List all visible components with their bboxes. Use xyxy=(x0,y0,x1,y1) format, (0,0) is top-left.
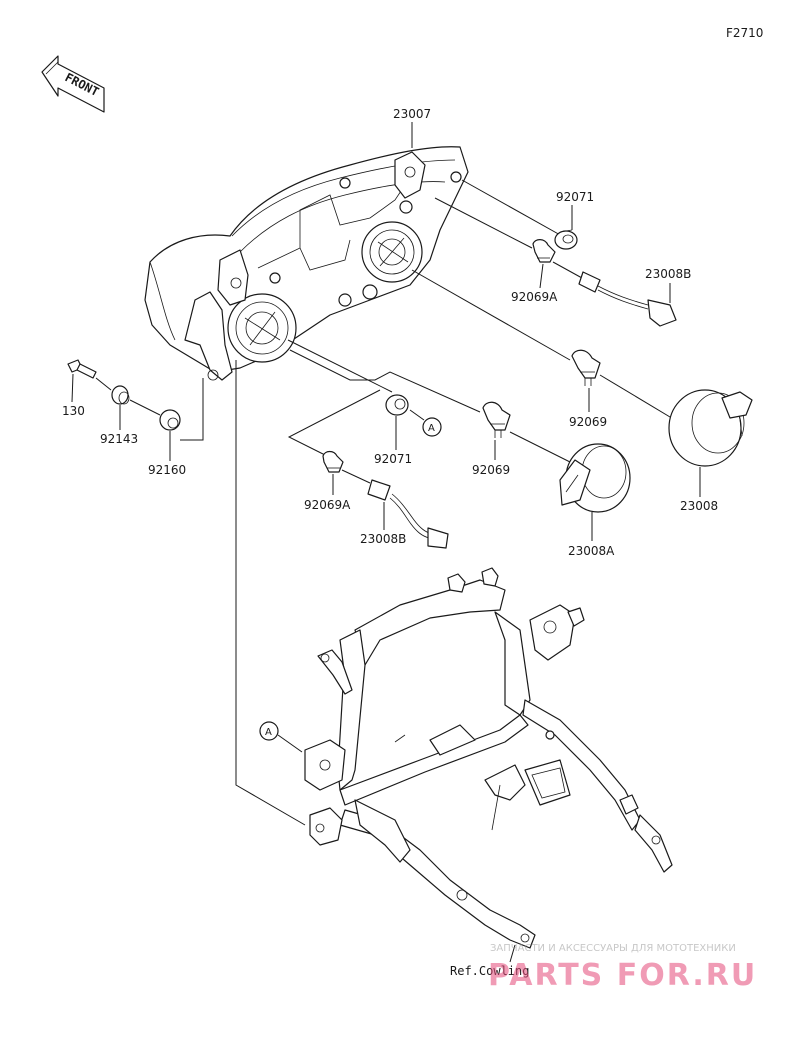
bulb-92069a-top xyxy=(532,239,556,263)
callout-a-circle-top xyxy=(422,417,442,437)
part-label-23008a: 23008A xyxy=(568,544,615,558)
part-label-92071-top: 92071 xyxy=(556,190,594,204)
socket-harness-23008b-top xyxy=(578,271,677,327)
headlight-assembly xyxy=(144,146,469,381)
callout-a-top: A xyxy=(428,423,435,434)
ref-cowling-label: Ref.Cowling xyxy=(450,964,529,978)
part-label-92069a-mid: 92069A xyxy=(304,498,351,512)
front-arrow-icon: FRONT xyxy=(41,55,105,113)
watermark-logo: ЗАПЧАСТИ И АКСЕССУАРЫ ДЛЯ МОТОТЕХНИКИ PA… xyxy=(488,943,757,993)
bulb-92069a-mid xyxy=(322,450,344,473)
grommet-92071-top xyxy=(554,229,578,250)
part-label-23008b-mid: 23008B xyxy=(360,532,406,546)
collar-92143 xyxy=(111,385,130,405)
part-label-92069-right: 92069 xyxy=(569,415,607,429)
part-label-130: 130 xyxy=(62,404,85,418)
part-label-23007: 23007 xyxy=(393,107,431,121)
cowling-bracket xyxy=(304,567,673,949)
figure-code: F2710 xyxy=(726,26,763,40)
callout-a-bottom: A xyxy=(265,727,272,738)
bulb-92069-right xyxy=(571,349,601,386)
socket-harness-23008b-mid xyxy=(367,479,449,549)
callout-a-circle-bottom xyxy=(259,721,279,741)
grommet-92071-mid xyxy=(385,394,409,416)
part-label-92160: 92160 xyxy=(148,463,186,477)
headlight-unit-23008a xyxy=(559,443,631,513)
grommet-92160 xyxy=(159,409,181,431)
bulb-92069-mid xyxy=(482,401,511,438)
watermark-line2: PARTS FOR.RU xyxy=(488,958,757,993)
part-label-23008: 23008 xyxy=(680,499,718,513)
part-label-92069a-top: 92069A xyxy=(511,290,558,304)
headlight-unit-23008 xyxy=(668,389,753,467)
part-label-92071-mid: 92071 xyxy=(374,452,412,466)
part-label-92069-mid: 92069 xyxy=(472,463,510,477)
part-label-92143: 92143 xyxy=(100,432,138,446)
watermark-line1: ЗАПЧАСТИ И АКСЕССУАРЫ ДЛЯ МОТОТЕХНИКИ xyxy=(490,943,736,954)
bolt-130 xyxy=(67,359,97,379)
part-label-23008b-top: 23008B xyxy=(645,267,691,281)
